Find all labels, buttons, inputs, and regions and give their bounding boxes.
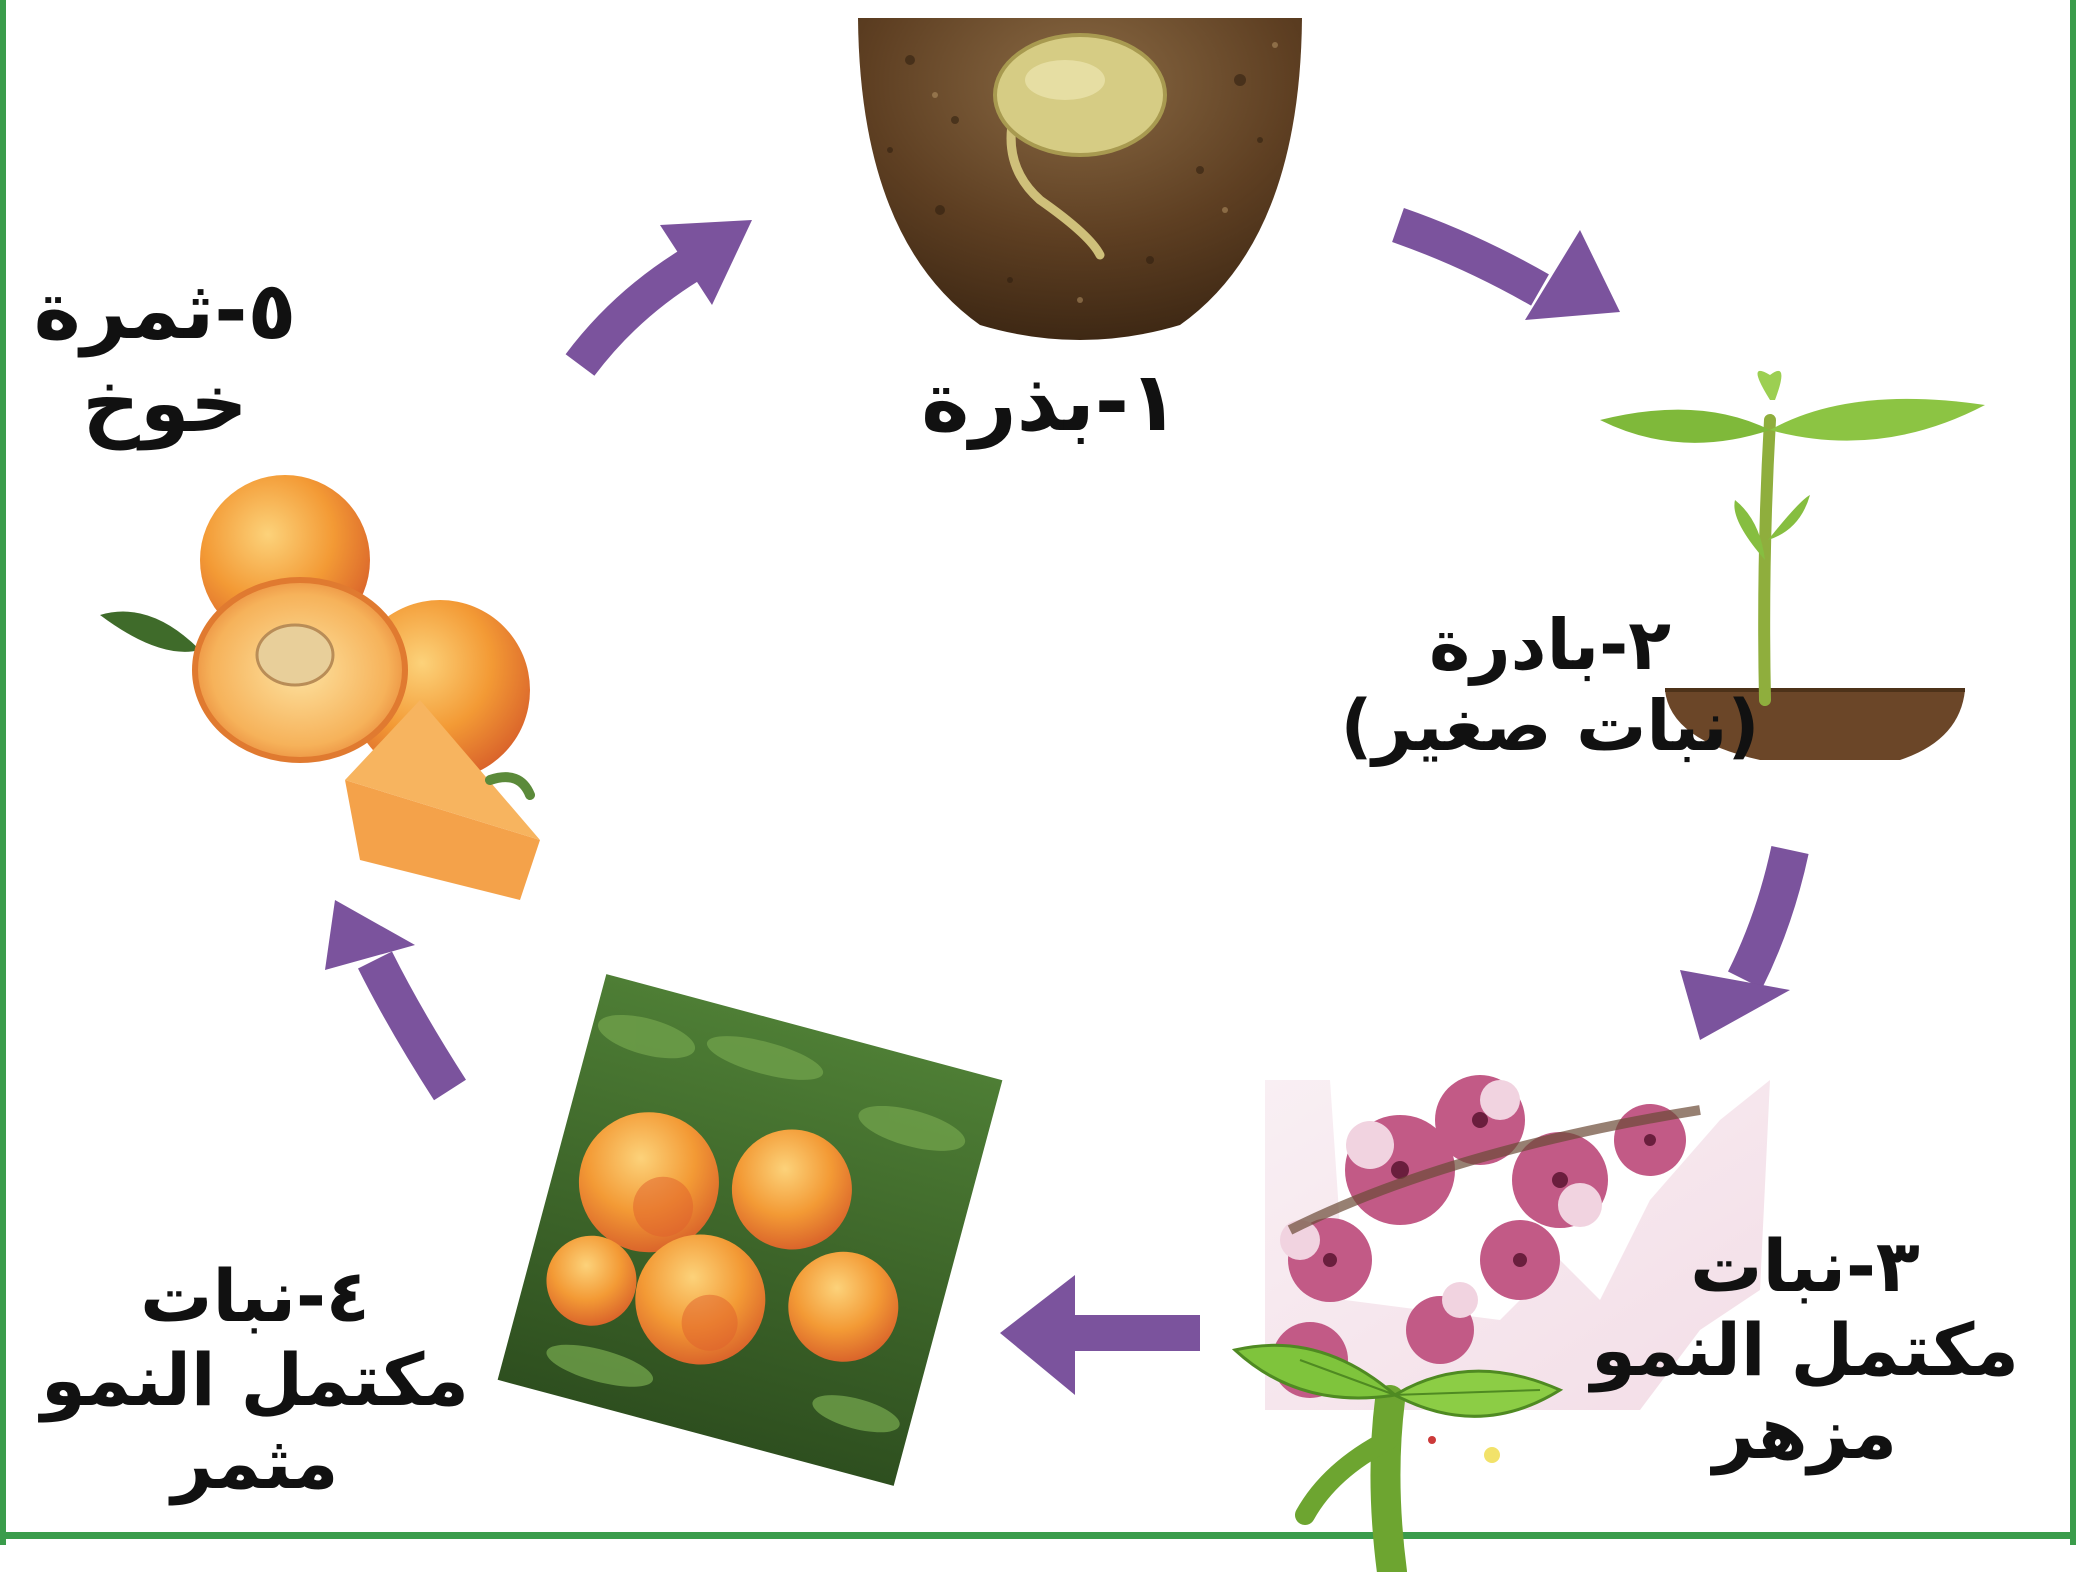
stage-1-title: ١-بذرة — [900, 355, 1200, 450]
stage-3-label: ٣-نبات مكتمل النمو مزهر — [1570, 1225, 2040, 1476]
stage-3-line-3: مزهر — [1570, 1392, 2040, 1476]
stage-5-title: ٥-ثمرة — [10, 265, 320, 358]
arrow-flowering-to-fruiting — [1000, 1275, 1200, 1395]
stage-4-line-2: مكتمل النمو — [20, 1339, 490, 1423]
peach-tree-icon — [498, 974, 1003, 1486]
stage-4-title: ٤-نبات — [20, 1255, 490, 1339]
arrow-fruiting-to-fruit — [325, 900, 450, 1090]
arrow-fruit-to-seed — [580, 220, 752, 365]
stage-2-title: ٢-بادرة — [1310, 605, 1790, 686]
stage-2-label: ٢-بادرة (نبات صغير) — [1310, 605, 1790, 767]
arrow-seed-to-seedling — [1398, 225, 1620, 320]
stage-3-line-2: مكتمل النمو — [1570, 1309, 2040, 1393]
stage-2-subtitle: (نبات صغير) — [1310, 686, 1790, 767]
stage-4-line-3: مثمر — [20, 1422, 490, 1506]
seed-in-soil-icon — [858, 18, 1302, 340]
stage-4-label: ٤-نبات مكتمل النمو مثمر — [20, 1255, 490, 1506]
arrow-seedling-to-flowering — [1680, 850, 1790, 1040]
stage-5-label: ٥-ثمرة خوخ — [10, 265, 320, 451]
stage-1-label: ١-بذرة — [900, 355, 1200, 450]
stage-3-title: ٣-نبات — [1570, 1225, 2040, 1309]
stage-5-line-2: خوخ — [10, 358, 320, 451]
peach-fruit-icon — [100, 475, 540, 900]
